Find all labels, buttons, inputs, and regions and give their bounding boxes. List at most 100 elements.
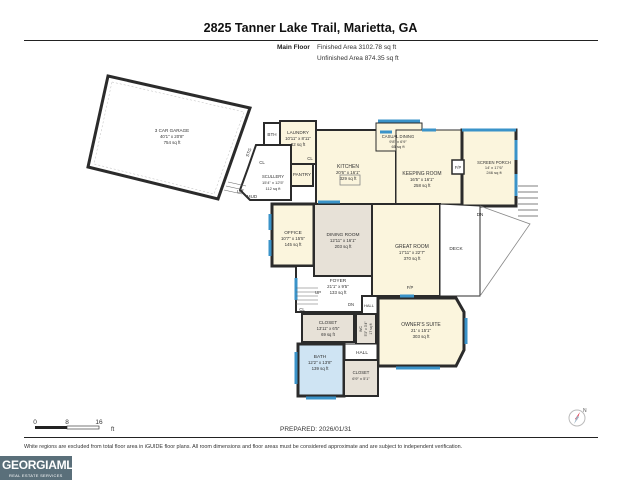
foyer-area-text: 133 sq ft bbox=[330, 290, 348, 295]
scullery-dims: 15'4" x 12'5" bbox=[262, 180, 285, 185]
prepared-date: PREPARED: 2026/01/31 bbox=[280, 426, 352, 433]
great-room-name: GREAT ROOM bbox=[395, 244, 429, 250]
screen-porch-area-text: 246 sq ft bbox=[486, 170, 502, 175]
fp-name-1: F/P bbox=[455, 165, 462, 170]
bath-area-text: 139 sq ft bbox=[312, 366, 330, 371]
cl-name-2: CL bbox=[307, 156, 313, 161]
logo-line-2: REAL ESTATE SERVICES bbox=[9, 473, 63, 478]
owners-suite-dims: 21' x 15'1" bbox=[411, 328, 432, 333]
foyer-name: FOYER bbox=[330, 278, 347, 284]
scale-bar: 0 8 16 ft bbox=[33, 419, 115, 433]
dn-name-1: DN bbox=[477, 212, 484, 217]
laundry-name: LAUNDRY bbox=[287, 130, 309, 135]
screen-porch-dims: 14' x 17'6" bbox=[485, 165, 504, 170]
up-name-2: UP bbox=[315, 290, 321, 295]
office-area bbox=[270, 202, 316, 268]
dining-name: DINING ROOM bbox=[326, 232, 359, 238]
office-name: OFFICE bbox=[284, 230, 302, 236]
office-area-text: 145 sq ft bbox=[285, 242, 303, 247]
keeping-room-area-text: 258 sq ft bbox=[414, 183, 432, 188]
compass-north-label: N bbox=[583, 408, 587, 414]
garage-area-text: 754 sq ft bbox=[164, 140, 182, 145]
scale-tick-0: 0 bbox=[33, 419, 37, 426]
owners-suite-name: OWNER'S SUITE bbox=[401, 322, 441, 328]
bath-name: BATH bbox=[314, 354, 327, 360]
scale-segment-white bbox=[66, 425, 100, 430]
scullery-name: SCULLERY bbox=[262, 174, 284, 179]
closet-big-dims: 13'11" x 6'5" bbox=[317, 326, 340, 331]
header-divider bbox=[24, 40, 598, 41]
wc-area-text: 17 sq ft bbox=[369, 323, 373, 334]
great-room-area bbox=[371, 203, 441, 297]
laundry-area-text: 82 sq ft bbox=[291, 142, 306, 147]
scale-segment-black bbox=[35, 426, 67, 429]
office-dims: 10'7" x 15'5" bbox=[281, 236, 306, 241]
georgiamls-logo: GEORGIAMLS REAL ESTATE SERVICES bbox=[0, 456, 81, 480]
foyer-area bbox=[295, 265, 373, 313]
scullery-area bbox=[238, 144, 292, 201]
deck-railing bbox=[479, 205, 531, 297]
room-labels: 3 CAR GARAGE 40'1" x 20'8" 754 sq ft LAU… bbox=[155, 128, 511, 381]
kitchen-name: KITCHEN bbox=[337, 164, 359, 170]
kitchen-island bbox=[339, 174, 361, 186]
unfinished-area: Unfinished Area 874.35 sq ft bbox=[317, 55, 399, 62]
casual-dining-dims: 9'8" x 6'9" bbox=[389, 139, 407, 144]
cl-name-3: CL bbox=[299, 307, 305, 312]
owners-suite-area-text: 303 sq ft bbox=[413, 334, 431, 339]
kitchen-dims: 20'6" x 16'1" bbox=[336, 170, 361, 175]
hall-name: HALL bbox=[356, 350, 368, 356]
mud-name: MUD bbox=[247, 194, 258, 199]
closet-big-name: CLOSET bbox=[319, 320, 338, 325]
floor-label: Main Floor bbox=[277, 44, 310, 51]
foyer-stairs bbox=[296, 287, 318, 305]
plan-title: 2825 Tanner Lake Trail, Marietta, GA bbox=[203, 21, 418, 35]
keeping-room-dims: 16'5" x 16'1" bbox=[410, 177, 435, 182]
keeping-room-area bbox=[395, 129, 463, 205]
scale-tick-8: 8 bbox=[65, 419, 69, 426]
fp-name-2: F/P bbox=[407, 285, 414, 290]
screen-porch-name: SCREEN PORCH bbox=[477, 160, 511, 165]
garage-name: 3 CAR GARAGE bbox=[155, 128, 189, 133]
windows bbox=[268, 119, 518, 400]
closet-big-area bbox=[301, 313, 355, 343]
bath-dims: 12'2" x 13'8" bbox=[308, 360, 333, 365]
wc-dims: 5'3" x 3'4" bbox=[364, 321, 368, 337]
dining-area-text: 203 sq ft bbox=[335, 244, 353, 249]
casual-dining-area-text: 65 sq ft bbox=[391, 144, 405, 149]
great-room-area-text: 370 sq ft bbox=[404, 256, 422, 261]
closet-big-area-text: 69 sq ft bbox=[321, 332, 336, 337]
bth-name: BTH bbox=[267, 132, 276, 137]
closet-small-name: CLOSET bbox=[353, 370, 370, 375]
great-room-dims: 17'11" x 22'7" bbox=[399, 250, 426, 255]
deck-name: DECK bbox=[449, 246, 463, 252]
keeping-room-name: KEEPING ROOM bbox=[402, 171, 441, 177]
laundry-dims: 10'11" x 8'11" bbox=[285, 136, 311, 141]
disclaimer-text: White regions are excluded from total fl… bbox=[24, 444, 463, 450]
logo-line-1: GEORGIAMLS bbox=[2, 458, 82, 472]
casual-dining-name: CASUAL DINING bbox=[382, 134, 414, 139]
cl-name-1: CL bbox=[259, 160, 265, 165]
finished-area: Finished Area 3102.78 sq ft bbox=[317, 44, 397, 51]
hall-name-top: HALL bbox=[364, 303, 375, 308]
footer-divider bbox=[24, 437, 598, 438]
fireplace-box bbox=[451, 159, 465, 175]
porch-stairs bbox=[518, 185, 538, 217]
kitchen-area-text: 329 sq ft bbox=[340, 176, 358, 181]
closet-small-dims: 6'9" x 5'1" bbox=[352, 376, 370, 381]
bath-area bbox=[296, 342, 346, 398]
garage-dims: 40'1" x 20'8" bbox=[160, 134, 185, 139]
garage-stairs bbox=[223, 181, 247, 195]
stg-name: STG bbox=[245, 147, 253, 158]
up-name-1: UP bbox=[237, 189, 243, 194]
garage-area bbox=[86, 74, 252, 201]
scullery-area-text: 112 sq ft bbox=[265, 186, 281, 191]
dining-dims: 12'11" x 16'1" bbox=[330, 238, 357, 243]
closet-small-area bbox=[343, 359, 379, 397]
compass-icon: N bbox=[568, 408, 587, 427]
foyer-dims: 21'1" x 9'5" bbox=[327, 284, 349, 289]
scale-tick-16: 16 bbox=[95, 419, 103, 426]
wc-name: WC bbox=[359, 326, 363, 332]
scale-unit: ft bbox=[111, 427, 115, 433]
dn-name-2: DN bbox=[348, 302, 354, 307]
